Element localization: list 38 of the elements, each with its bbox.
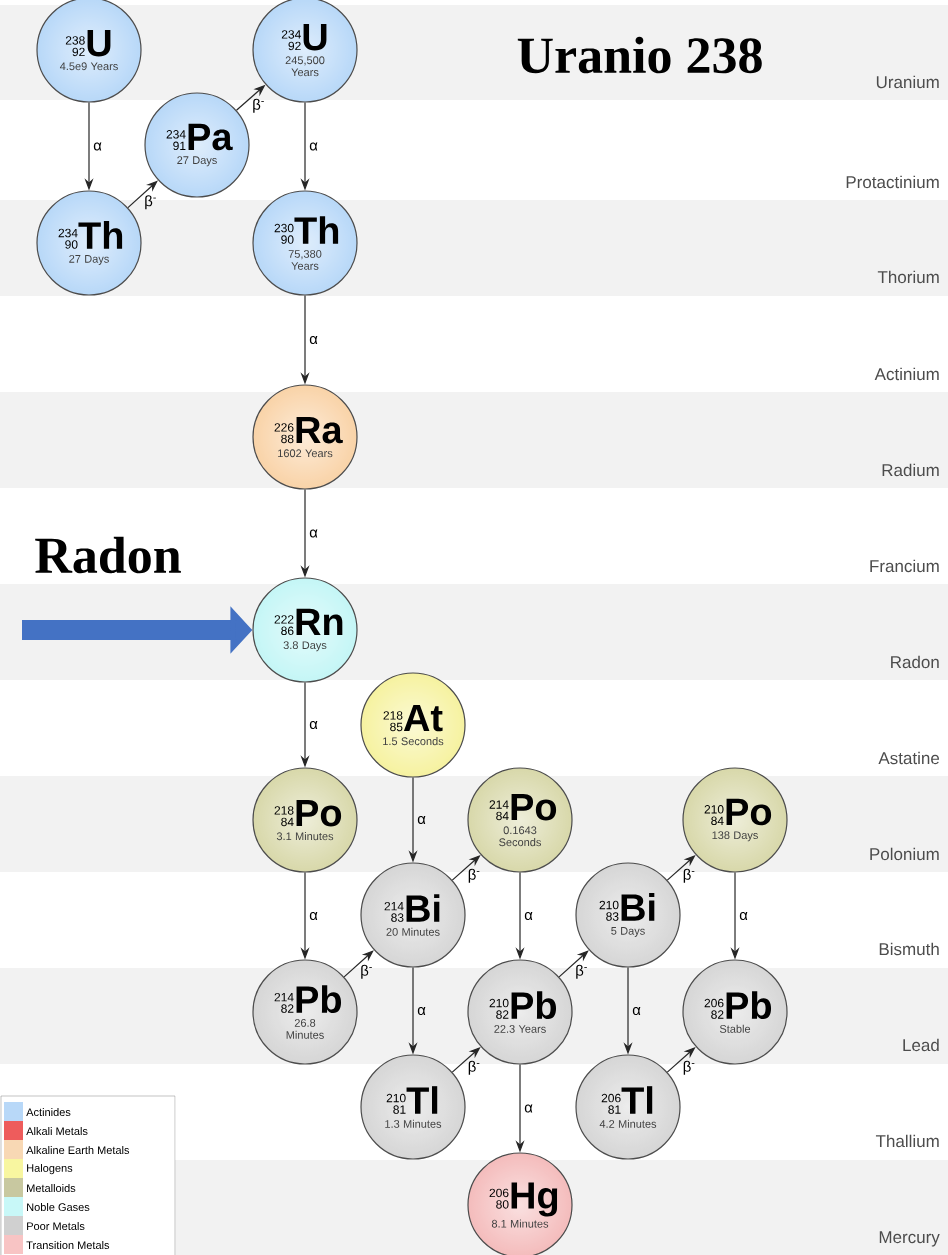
legend-label: Halogens xyxy=(27,1163,73,1175)
element-label: Thorium xyxy=(877,270,939,284)
edge-label: α xyxy=(309,529,318,538)
element-label: Bismuth xyxy=(879,942,939,956)
legend-label: Alkaline Earth Metals xyxy=(26,1146,130,1155)
legend-label: Noble Gases xyxy=(27,1203,90,1212)
edge-label: α xyxy=(309,911,318,921)
legend-label: Actinides xyxy=(26,1108,71,1117)
element-label: Radium xyxy=(882,463,939,477)
arrow xyxy=(558,950,589,978)
callout-label: Radon xyxy=(35,536,181,574)
element-label: Actinium xyxy=(874,367,939,381)
legend-label: Transition Metals xyxy=(26,1241,110,1250)
element-label: Francium xyxy=(870,559,939,573)
element-label: Lead xyxy=(903,1038,939,1052)
element-label: Protactinium xyxy=(846,175,939,189)
edge-label: α xyxy=(309,720,318,730)
element-label: Mercury xyxy=(879,1231,940,1247)
edge-label: α xyxy=(417,1006,426,1016)
element-label: Thallium xyxy=(875,1134,939,1148)
edge-label: α xyxy=(524,911,533,921)
element-label: Polonium xyxy=(870,847,939,861)
edge-label: α xyxy=(632,1006,641,1016)
legend-label: Alkali Metals xyxy=(26,1127,88,1136)
legend-label: Metalloids xyxy=(27,1184,76,1193)
edge-label: α xyxy=(93,142,102,151)
edge-label: α xyxy=(309,335,318,345)
element-label: Uranium xyxy=(876,75,939,89)
element-label: Astatine xyxy=(878,751,940,765)
edge-label: α xyxy=(739,911,748,921)
edge-label: α xyxy=(524,1104,533,1113)
title: Uranio 238 xyxy=(517,36,762,74)
edge-label: α xyxy=(309,142,318,151)
element-label: Radon xyxy=(891,655,939,669)
edge-label: β$^{-}$ xyxy=(145,195,156,210)
arrow xyxy=(343,950,374,978)
legend-label: Poor Metals xyxy=(27,1222,85,1231)
edge-label: α xyxy=(417,815,426,825)
